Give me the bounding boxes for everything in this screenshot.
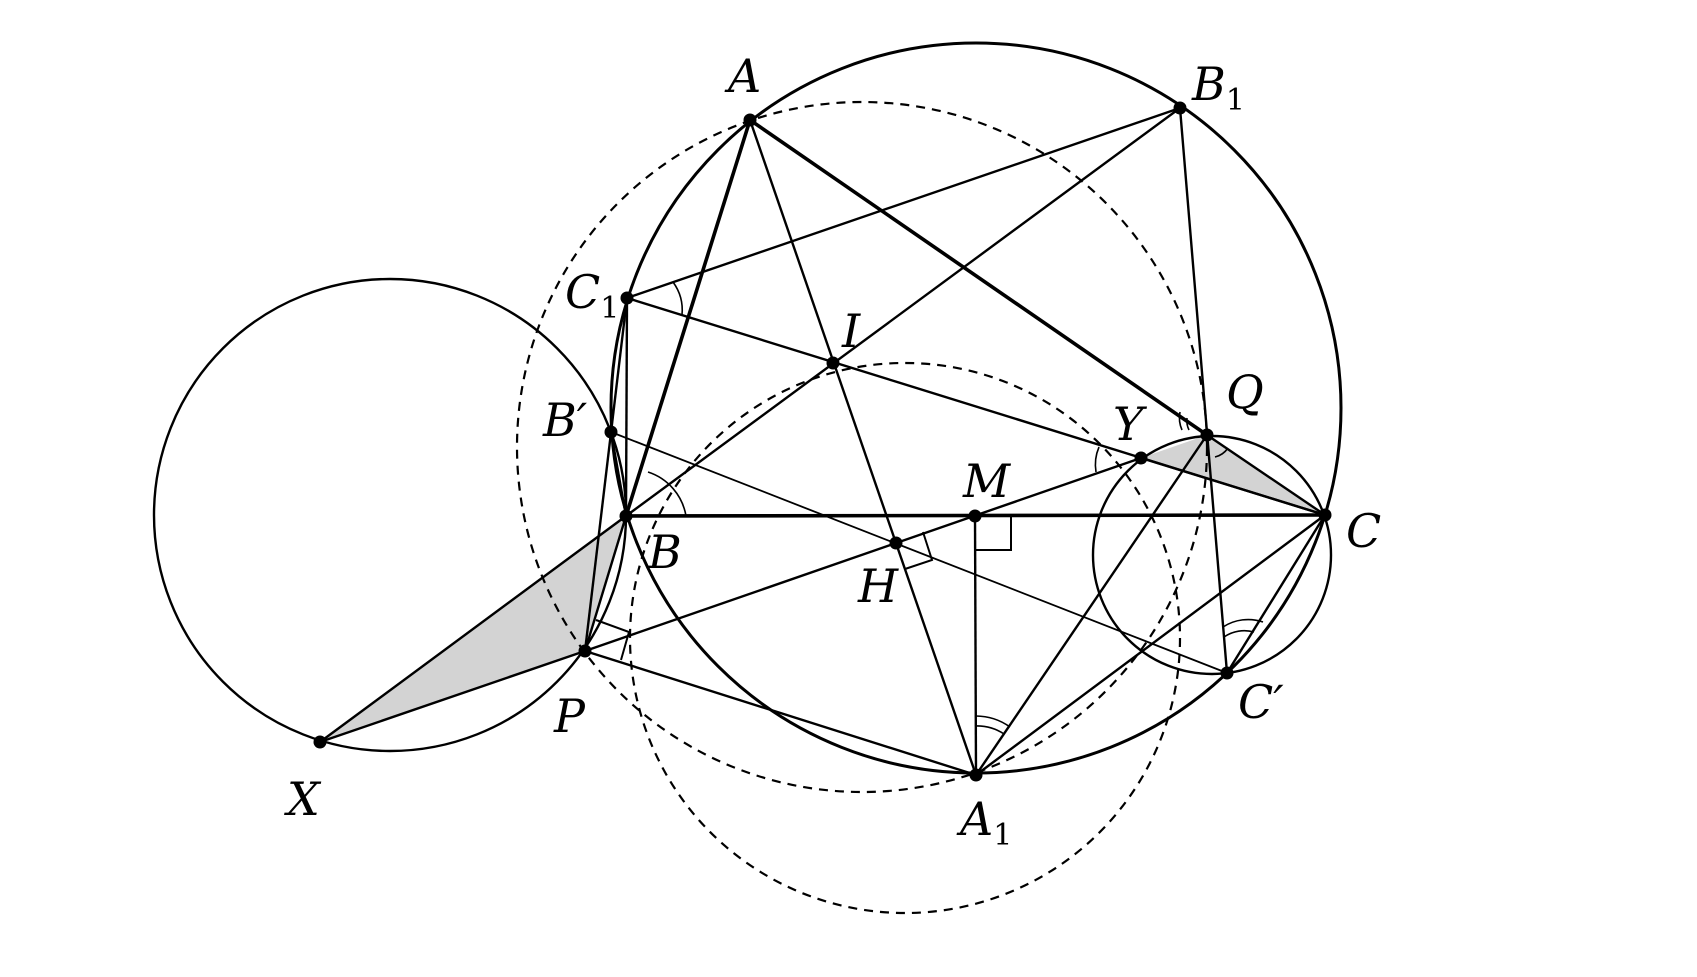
dashed-circle-lower — [628, 361, 1182, 915]
right-angle-marks — [595, 516, 1012, 661]
point-i — [826, 356, 840, 370]
point-q — [1200, 428, 1214, 442]
label-q: Q — [1226, 365, 1264, 419]
seg-cp-c — [1225, 514, 1327, 674]
right-angle-h — [904, 531, 934, 570]
label-b: B — [647, 525, 682, 579]
angle-arc-q-2 — [1186, 417, 1190, 431]
shaded-triangle-yqc — [1141, 435, 1325, 515]
right-angle-p — [595, 619, 631, 661]
seg-p-y — [584, 456, 1142, 653]
seg-c1-p — [583, 297, 629, 652]
angle-arc-a1-2 — [975, 725, 1005, 735]
seg-a1-c — [975, 514, 1326, 776]
angle-arc-a1-1 — [975, 715, 1011, 728]
point-y — [1134, 451, 1148, 465]
label-p: P — [553, 689, 586, 743]
seg-b-b1 — [625, 107, 1181, 517]
point-p — [578, 644, 592, 658]
label-x: X — [284, 772, 322, 826]
angle-arc-cp-2 — [1223, 629, 1255, 638]
label-subscript: 1 — [1226, 83, 1245, 118]
seg-x-b — [319, 515, 627, 743]
seg-x-p — [319, 649, 586, 744]
point-a1 — [969, 768, 983, 782]
points-layer — [313, 101, 1332, 782]
label-c1: C1 — [565, 265, 619, 326]
label-c: C — [1346, 504, 1381, 558]
seg-q-c — [1206, 434, 1326, 516]
label-a: A — [724, 49, 761, 103]
label-h: H — [857, 559, 899, 613]
point-b1 — [1173, 101, 1187, 115]
angle-arc-cp-1 — [1222, 618, 1264, 628]
label-y: Y — [1113, 397, 1148, 451]
seg-bp-cp — [610, 431, 1228, 674]
angle-arc-b — [647, 471, 687, 517]
point-b — [619, 509, 633, 523]
angle-arc-q-3 — [1214, 447, 1229, 458]
point-h — [889, 536, 903, 550]
seg-a1-q — [975, 434, 1208, 776]
seg-y-c — [1140, 456, 1326, 517]
seg-c1-b — [624, 297, 629, 517]
side-ac — [748, 118, 1209, 437]
construction-lines — [319, 106, 1327, 777]
label-subscript: 1 — [993, 818, 1012, 853]
angle-arc-c1 — [672, 281, 684, 316]
seg-a-a1 — [748, 119, 978, 776]
point-cp — [1220, 666, 1234, 680]
seg-p-a1 — [584, 649, 977, 777]
angle-arcs — [647, 281, 1264, 735]
seg-p-b — [583, 515, 628, 652]
point-m — [968, 509, 982, 523]
point-bp — [604, 425, 618, 439]
label-i: I — [841, 304, 861, 358]
label-m: M — [962, 454, 1012, 508]
point-x — [313, 735, 327, 749]
angle-arc-q-1 — [1178, 411, 1183, 431]
seg-m-a1 — [973, 515, 978, 776]
right-angle-m — [975, 516, 1012, 551]
label-cp: C′ — [1238, 675, 1284, 729]
point-a — [743, 113, 757, 127]
label-a1: A1 — [956, 792, 1012, 853]
point-c1 — [620, 291, 634, 305]
label-b1: B1 — [1191, 57, 1245, 118]
angle-arc-y — [1094, 446, 1100, 473]
seg-b1-cp — [1178, 107, 1229, 674]
label-subscript: 1 — [600, 291, 619, 326]
seg-c1-b1 — [626, 106, 1181, 300]
circle-x — [152, 277, 628, 753]
label-bp: B′ — [542, 393, 588, 447]
seg-bp-b — [609, 431, 628, 517]
point-c — [1318, 508, 1332, 522]
